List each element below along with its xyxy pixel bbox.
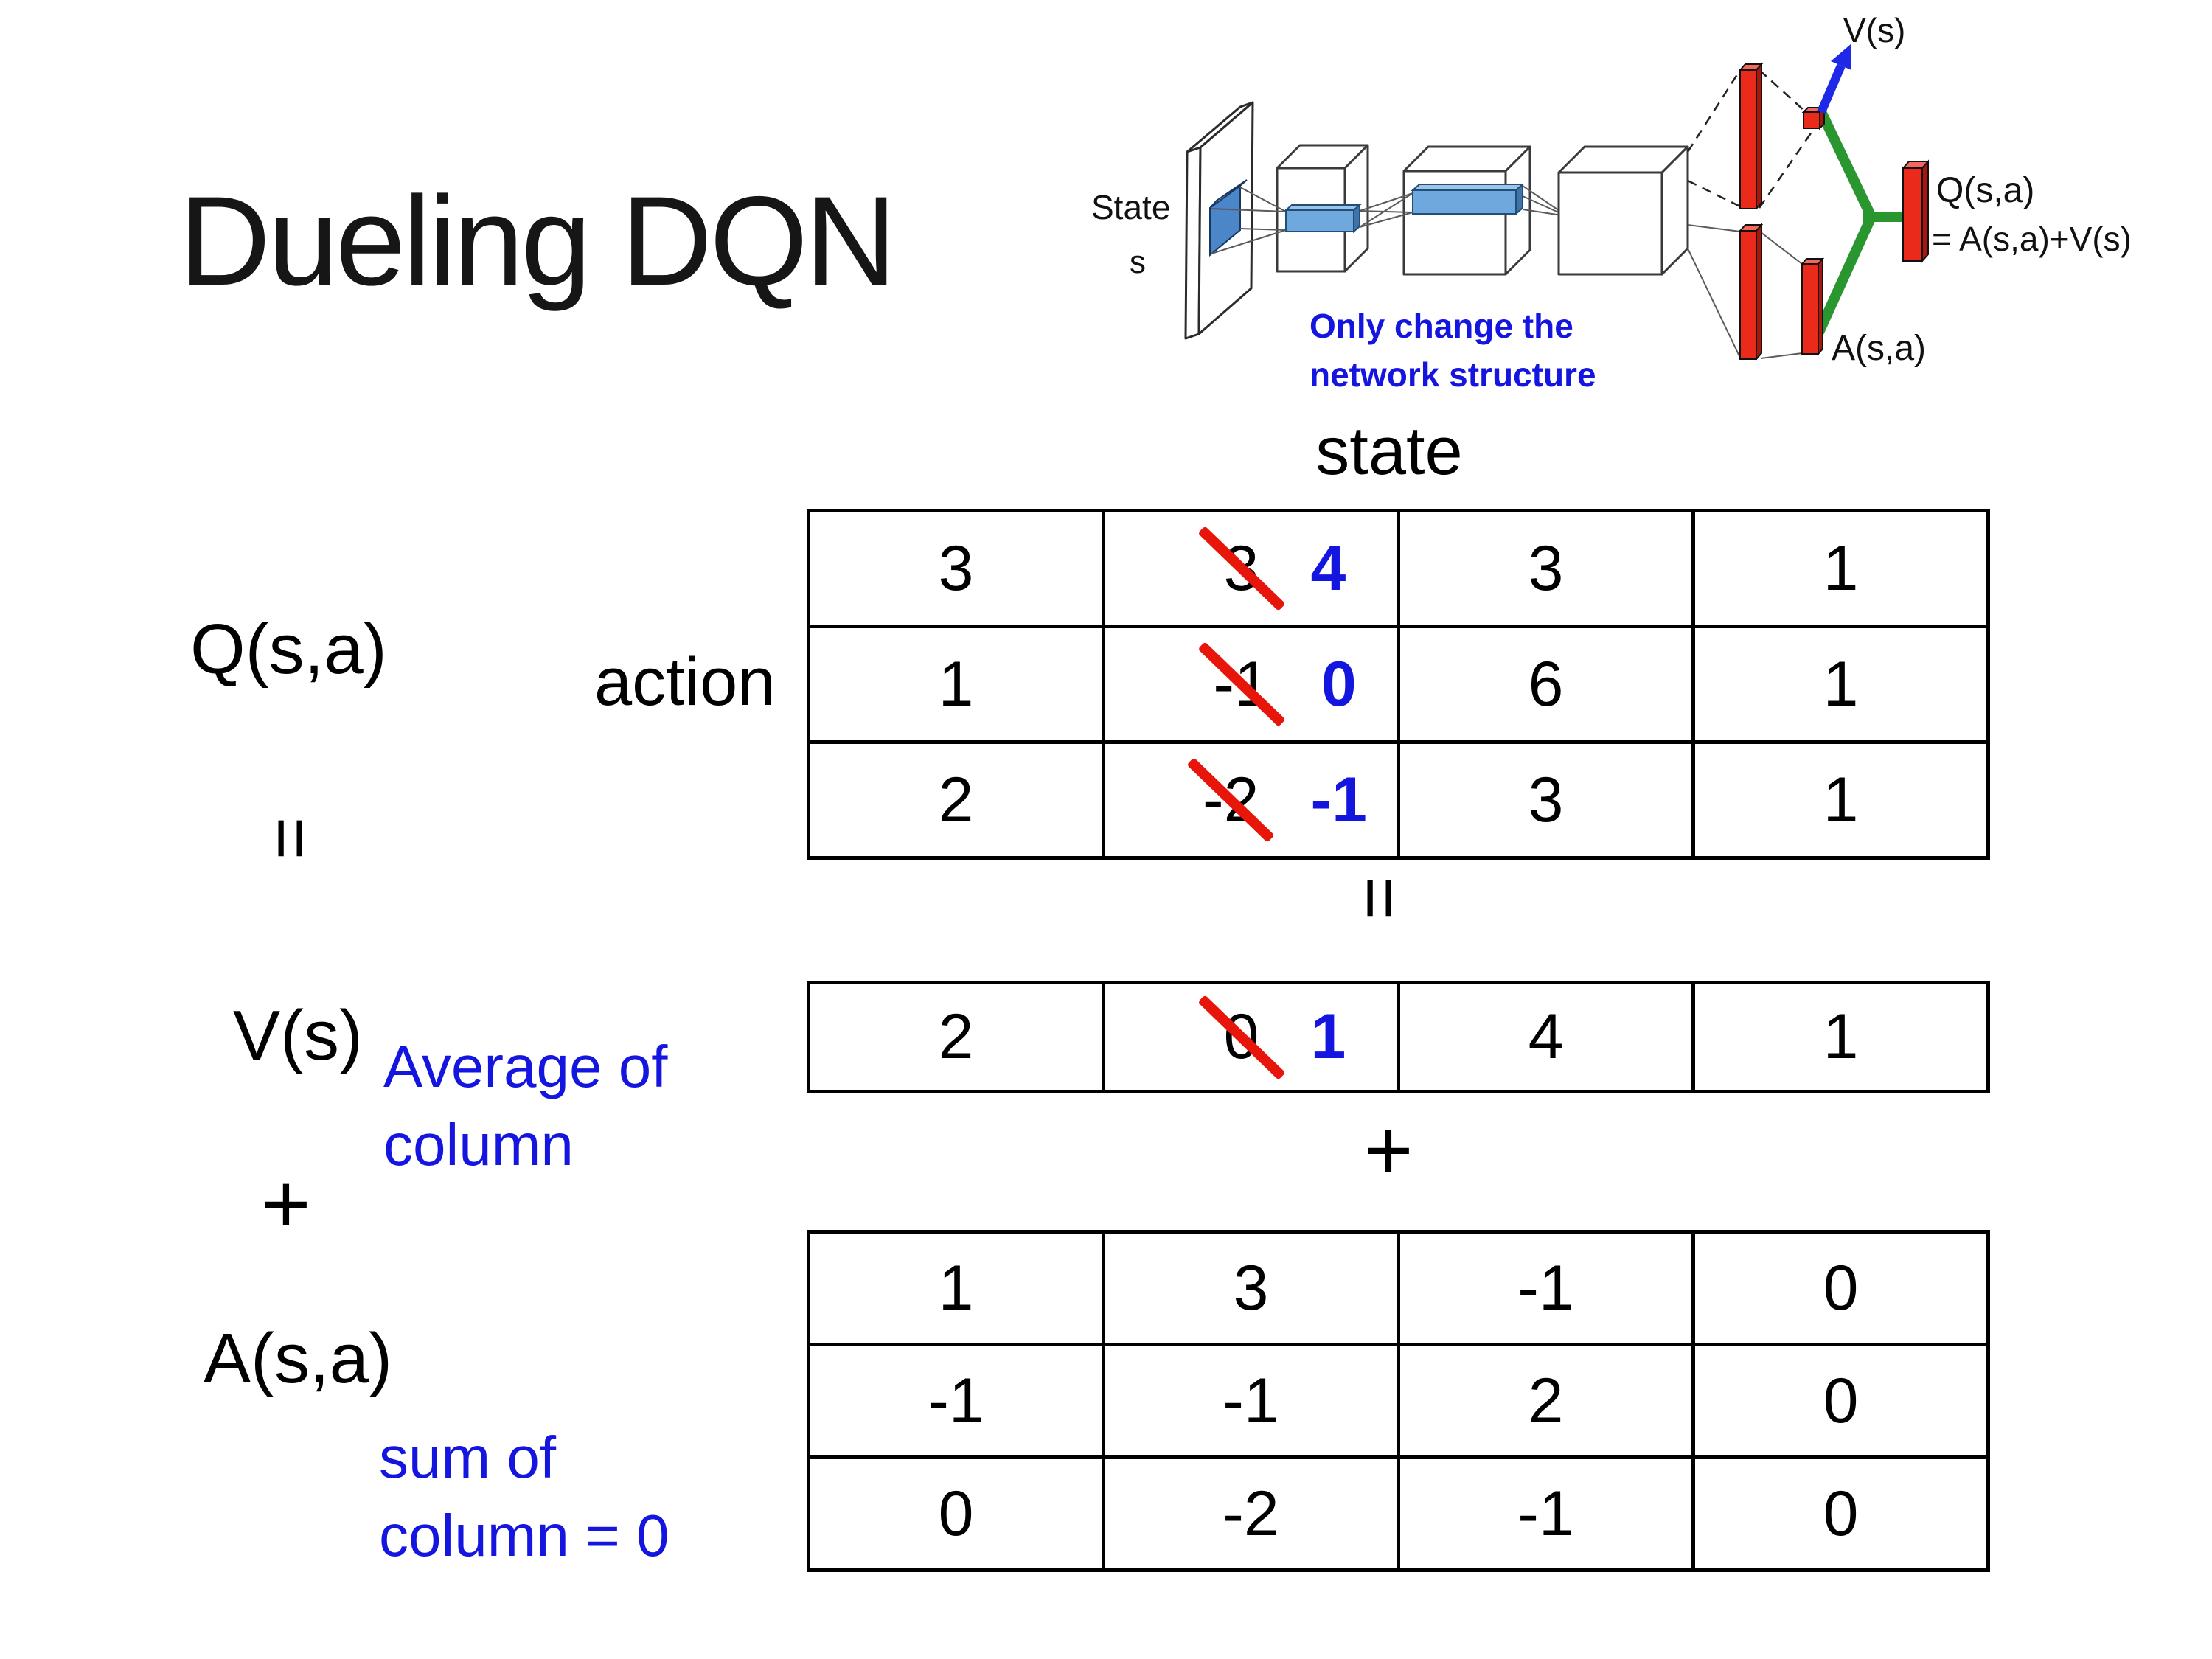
plus-sign-mid: + — [1363, 1103, 1413, 1197]
action-axis-label: action — [594, 644, 776, 720]
a-cell: 2 — [1397, 1343, 1695, 1459]
value-arrow-icon — [1817, 44, 1851, 114]
a-cell: 0 — [1691, 1230, 1990, 1346]
a-values-table: 1 3 -1 0 -1 -1 2 0 0 -2 -1 0 — [807, 1230, 1990, 1572]
merge-y-connector — [1814, 111, 1909, 335]
q-cell: 1 — [1691, 509, 1990, 628]
connection-fan-2 — [1359, 192, 1413, 228]
dueling-network-diagram: State s V(s) Q(s,a) = A(s,a)+V(s) A(s,a)… — [1091, 11, 2132, 394]
table-row: 1 -1 0 6 1 — [807, 625, 1990, 744]
q-output-bar — [1901, 159, 1930, 263]
a-matrix-label: A(s,a) — [204, 1319, 393, 1398]
advantage-bar — [1800, 257, 1825, 356]
a-cell: -1 — [807, 1343, 1105, 1459]
diagram-a-label: A(s,a) — [1832, 329, 1926, 368]
q-matrix-label: Q(s,a) — [190, 610, 387, 689]
q-cell: 1 — [1691, 740, 1990, 860]
table-row: 1 3 -1 0 — [807, 1230, 1990, 1346]
v-cell: 4 — [1397, 981, 1695, 1093]
diagram-state-s: s — [1130, 244, 1146, 280]
diagram-note-line2: network structure — [1310, 355, 1596, 394]
q-values-table: 3 3 4 3 1 1 -1 0 6 1 2 -2 -1 3 1 — [807, 509, 1990, 860]
feature-slab-2 — [1411, 182, 1525, 216]
a-cell: -2 — [1102, 1455, 1400, 1572]
q-cell-corrected: -1 0 — [1102, 625, 1400, 744]
connection-fan-3 — [1522, 185, 1562, 216]
a-cell: -1 — [1397, 1455, 1695, 1572]
v-values-table: 2 0 1 4 1 — [807, 981, 1990, 1093]
diagram-v-label: V(s) — [1843, 11, 1905, 49]
dashed-value-stream-lines — [1686, 69, 1817, 209]
table-row: 2 -2 -1 3 1 — [807, 740, 1990, 860]
a-cell: -1 — [1102, 1343, 1400, 1459]
plus-sign-left: + — [261, 1157, 311, 1251]
hidden-bar-top — [1738, 62, 1764, 211]
feature-slab-1 — [1284, 203, 1362, 234]
table-row: -1 -1 2 0 — [807, 1343, 1990, 1459]
q-cell: 3 — [1397, 509, 1695, 628]
connection-fan-1 — [1211, 187, 1287, 254]
solid-advantage-stream-lines — [1687, 224, 1803, 359]
a-cell: 3 — [1102, 1230, 1400, 1346]
table-row: 2 0 1 4 1 — [807, 981, 1990, 1093]
q-cell: 6 — [1397, 625, 1695, 744]
advantage-note-line1: sum of — [379, 1425, 557, 1490]
advantage-note-line2: column = 0 — [379, 1503, 669, 1569]
v-cell: 1 — [1691, 981, 1990, 1093]
a-cell: 0 — [807, 1455, 1105, 1572]
q-cell: 1 — [1691, 625, 1990, 744]
q-cell-corrected: 3 4 — [1102, 509, 1400, 628]
q-cell: 3 — [807, 509, 1105, 628]
a-cell: 0 — [1691, 1455, 1990, 1572]
value-note-line1: Average of — [383, 1034, 668, 1099]
fc-layer-box — [1557, 145, 1689, 276]
v-cell: 2 — [807, 981, 1105, 1093]
a-cell: 1 — [807, 1230, 1105, 1346]
equals-sign-left: = — [249, 816, 333, 860]
v-cell-corrected: 0 1 — [1102, 981, 1400, 1093]
table-row: 0 -2 -1 0 — [807, 1455, 1990, 1572]
conv-filter-icon — [1209, 179, 1248, 257]
a-cell: 0 — [1691, 1343, 1990, 1459]
conv-layer-box-1 — [1276, 144, 1369, 273]
q-cell-corrected: -2 -1 — [1102, 740, 1400, 860]
value-note: Average of column — [383, 1028, 667, 1185]
table-row: 3 3 4 3 1 — [807, 509, 1990, 628]
diagram-state-label: State — [1091, 188, 1170, 226]
a-cell: -1 — [1397, 1230, 1695, 1346]
q-cell: 2 — [807, 740, 1105, 860]
advantage-note: sum of column = 0 — [379, 1419, 669, 1576]
diagram-q-formula: = A(s,a)+V(s) — [1932, 220, 2132, 258]
state-axis-label: state — [1315, 414, 1463, 489]
v-matrix-label: V(s) — [233, 996, 363, 1075]
value-note-line2: column — [383, 1112, 574, 1178]
q-cell: 1 — [807, 625, 1105, 744]
diagram-note-line1: Only change the — [1310, 307, 1573, 345]
equals-sign-mid: = — [1338, 876, 1422, 920]
q-cell: 3 — [1397, 740, 1695, 860]
slide-title: Dueling DQN — [179, 170, 897, 312]
hidden-bar-bottom — [1738, 223, 1764, 361]
diagram-q-label: Q(s,a) — [1936, 171, 2034, 210]
